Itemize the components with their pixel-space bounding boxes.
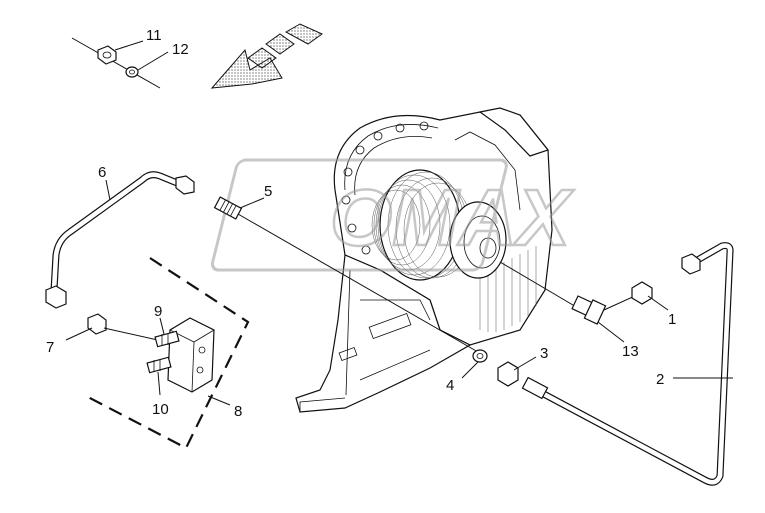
callout-9: 9 bbox=[154, 303, 162, 320]
direction-arrow bbox=[210, 23, 323, 89]
callout-8: 8 bbox=[234, 403, 242, 420]
callout-5: 5 bbox=[264, 183, 272, 200]
callout-10: 10 bbox=[152, 401, 169, 418]
callout-2: 2 bbox=[656, 371, 664, 388]
washer-part-12 bbox=[125, 66, 139, 78]
callout-4: 4 bbox=[446, 377, 454, 394]
valve-block-part-8 bbox=[85, 257, 250, 450]
callout-3: 3 bbox=[540, 345, 548, 362]
washer-part-4 bbox=[472, 349, 488, 363]
pipe-part-6 bbox=[45, 171, 195, 309]
watermark-logo: OMAX bbox=[210, 158, 576, 272]
callout-labels: 11 12 6 5 9 7 10 8 3 4 1 13 2 bbox=[46, 27, 676, 420]
nut-part-11 bbox=[71, 37, 161, 89]
callout-11: 11 bbox=[146, 27, 162, 44]
fitting-part-10 bbox=[146, 356, 172, 374]
fitting-part-9 bbox=[154, 330, 180, 348]
callout-12: 12 bbox=[172, 41, 189, 58]
watermark-text: OMAX bbox=[330, 173, 575, 262]
callout-7: 7 bbox=[46, 339, 54, 356]
callout-13: 13 bbox=[622, 343, 639, 360]
fitting-part-5 bbox=[213, 196, 479, 353]
callout-1: 1 bbox=[668, 311, 676, 328]
elbow-part-13 bbox=[499, 261, 607, 325]
nut-part-3 bbox=[497, 361, 519, 387]
gearbox-housing bbox=[333, 107, 553, 346]
support-frame bbox=[295, 254, 472, 413]
fitting-part-1 bbox=[603, 281, 653, 311]
callout-6: 6 bbox=[98, 164, 106, 181]
callout-leaders bbox=[65, 40, 733, 406]
hose-part-2 bbox=[521, 242, 734, 486]
